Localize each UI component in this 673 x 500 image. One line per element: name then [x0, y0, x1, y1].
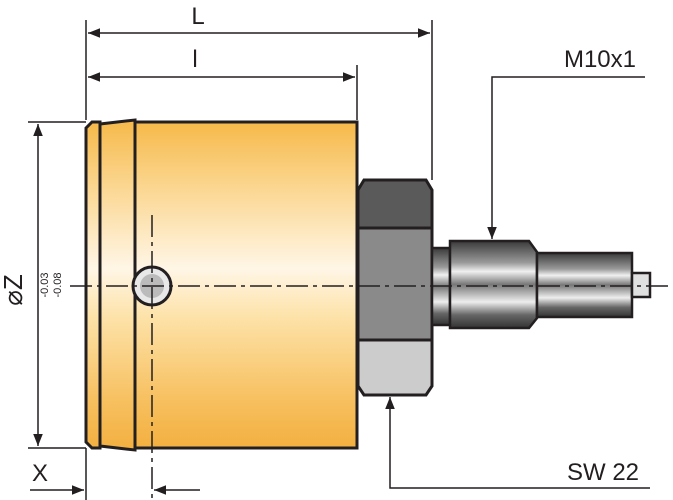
thread-leader — [487, 76, 645, 239]
label-thread: M10x1 — [564, 46, 636, 73]
label-diameter: ⌀Z — [0, 274, 28, 306]
diameter-letter: Z — [0, 274, 28, 290]
threaded-plunger — [430, 239, 652, 330]
label-L: L — [191, 3, 204, 30]
hex-nut — [356, 178, 434, 397]
diameter-symbol: ⌀ — [0, 290, 28, 306]
label-X: X — [32, 460, 48, 487]
tolerance-lower: -0.08 — [52, 272, 64, 297]
label-wrench-size: SW 22 — [567, 459, 639, 486]
label-l: l — [192, 46, 197, 73]
wrench-leader — [385, 397, 650, 489]
tolerance-upper: -0.03 — [39, 272, 51, 297]
housing-body — [84, 118, 359, 452]
